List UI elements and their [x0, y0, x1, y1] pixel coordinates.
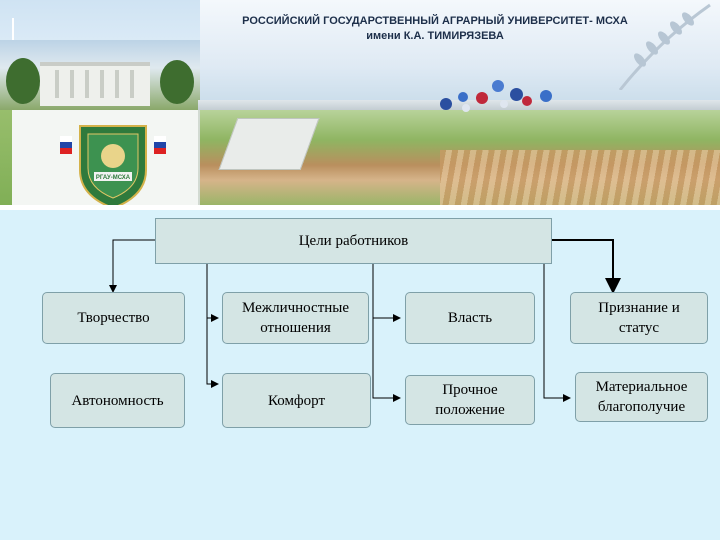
goal-label: Власть	[447, 310, 493, 326]
goal-box-power: Власть	[405, 292, 535, 344]
university-emblem-icon: РГАУ-МСХА	[79, 125, 147, 210]
goal-label: Материальное благополучие	[595, 379, 688, 415]
goal-box-creativity: Творчество	[42, 292, 185, 344]
flag-icon	[154, 136, 166, 154]
goal-box-recognition: Признание и статус	[570, 292, 708, 344]
goal-label: Творчество	[77, 310, 150, 326]
field-stripes	[440, 150, 720, 210]
university-name: РОССИЙСКИЙ ГОСУДАРСТВЕННЫЙ АГРАРНЫЙ УНИВ…	[242, 15, 628, 27]
goal-label: Межличностные отношения	[241, 300, 350, 336]
goal-box-autonomy: Автономность	[50, 373, 185, 428]
logo-panel: РГАУ-МСХА	[12, 110, 200, 210]
goal-box-relationships: Межличностные отношения	[222, 292, 369, 344]
column	[130, 70, 134, 98]
goals-root-box: Цели работников	[155, 218, 552, 264]
logo-label: РГАУ-МСХА	[96, 175, 131, 181]
column	[70, 70, 74, 98]
tree	[160, 60, 194, 104]
column	[85, 70, 89, 98]
banner-bottom-border	[0, 205, 720, 210]
goal-label: Прочное положение	[435, 382, 505, 418]
flag-icon	[60, 136, 72, 154]
goal-label: Комфорт	[267, 392, 326, 409]
banner-sky	[200, 0, 720, 110]
column	[55, 70, 59, 98]
header-banner: РОССИЙСКИЙ ГОСУДАРСТВЕННЫЙ АГРАРНЫЙ УНИВ…	[0, 0, 720, 210]
campus-photo	[0, 40, 200, 110]
goal-box-material-wellbeing: Материальное благополучие	[575, 372, 708, 422]
university-subtitle: имени К.А. ТИМИРЯЗЕВА	[366, 30, 504, 42]
goal-box-security: Прочное положение	[405, 375, 535, 425]
university-title: РОССИЙСКИЙ ГОСУДАРСТВЕННЫЙ АГРАРНЫЙ УНИВ…	[200, 14, 670, 44]
wheat-icon	[618, 3, 711, 90]
column	[100, 70, 104, 98]
goal-label: Автономность	[71, 392, 164, 409]
goal-box-comfort: Комфорт	[222, 373, 371, 428]
column	[115, 70, 119, 98]
goal-label: Признание и статус	[598, 300, 680, 336]
tree	[6, 58, 40, 104]
goals-root-label: Цели работников	[298, 233, 409, 249]
